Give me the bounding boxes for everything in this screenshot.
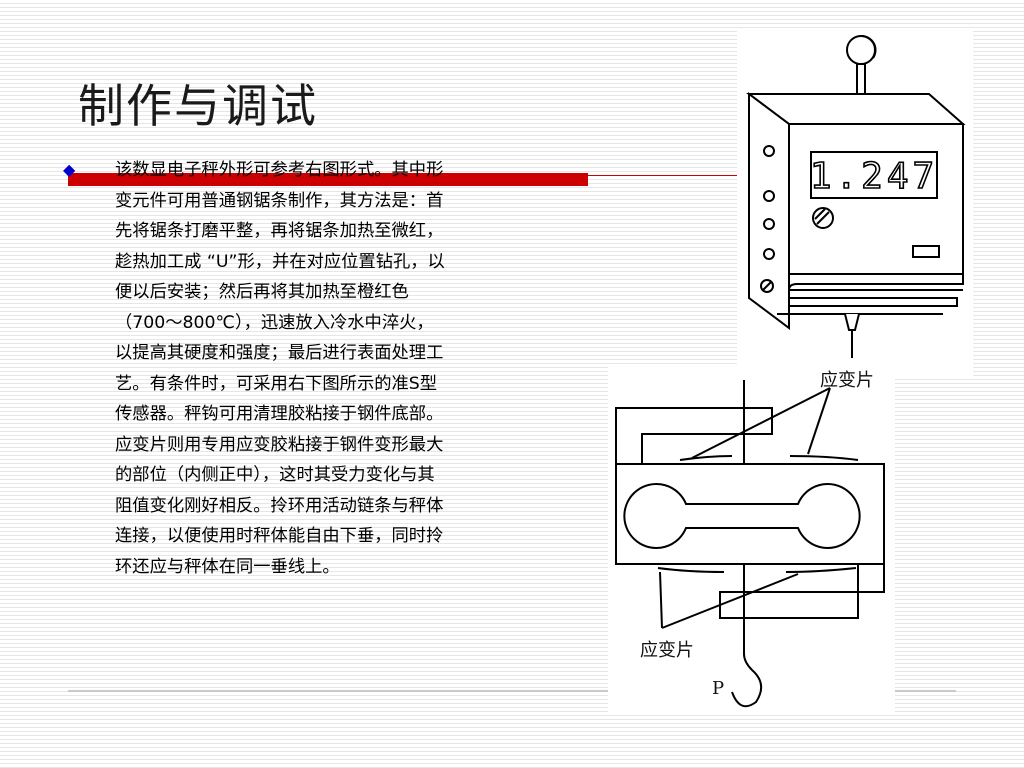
body-line: 传感器。秤钩可用清理胶粘接于钢件底部。	[115, 404, 444, 424]
body-line: （700～800℃），迅速放入冷水中淬火，	[115, 312, 434, 333]
body-line: 该数显电子秤外形可参考右图形式。其中形	[115, 160, 444, 180]
body-line: 便以后安装；然后再将其加热至橙红色	[115, 282, 409, 302]
body-line: 阻值变化刚好相反。拎环用活动链条与秤体	[115, 495, 444, 516]
body-paragraph: 该数显电子秤外形可参考右图形式。其中形 变元件可用普通钢锯条制作，其方法是：首 …	[115, 155, 535, 582]
body-line: 艺。有条件时，可采用右下图所示的准S型	[115, 373, 438, 394]
title-underline-bar	[68, 173, 588, 186]
s-type-sensor-figure: 应变片 应变片 P	[608, 366, 895, 714]
display-reading: 1.247	[810, 156, 938, 197]
strain-gauge-label-top: 应变片	[820, 370, 874, 391]
slide-title: 制作与调试	[78, 79, 318, 133]
diamond-bullet-icon: ◆	[63, 160, 76, 179]
body-line: 趁热加工成 “U”形，并在对应位置钻孔，以	[115, 251, 445, 272]
body-line: 以提高其硬度和强度；最后进行表面处理工	[115, 343, 444, 363]
body-line: 的部位（内侧正中），这时其受力变化与其	[115, 465, 435, 485]
body-line: 先将锯条打磨平整，再将锯条加热至微红，	[115, 221, 444, 241]
title-underline-thin	[588, 175, 738, 176]
force-label: P	[712, 678, 725, 699]
body-line: 变元件可用普通钢锯条制作，其方法是：首	[115, 190, 444, 211]
body-line: 环还应与秤体在同一垂线上。	[115, 556, 340, 577]
strain-gauge-label-bottom: 应变片	[640, 640, 694, 661]
body-line: 应变片则用专用应变胶粘接于钢件变形最大	[115, 434, 444, 455]
footer-divider	[68, 690, 956, 692]
body-line: 连接，以便使用时秤体能自由下垂，同时拎	[115, 526, 444, 546]
digital-scale-figure: 1.247	[737, 28, 973, 376]
